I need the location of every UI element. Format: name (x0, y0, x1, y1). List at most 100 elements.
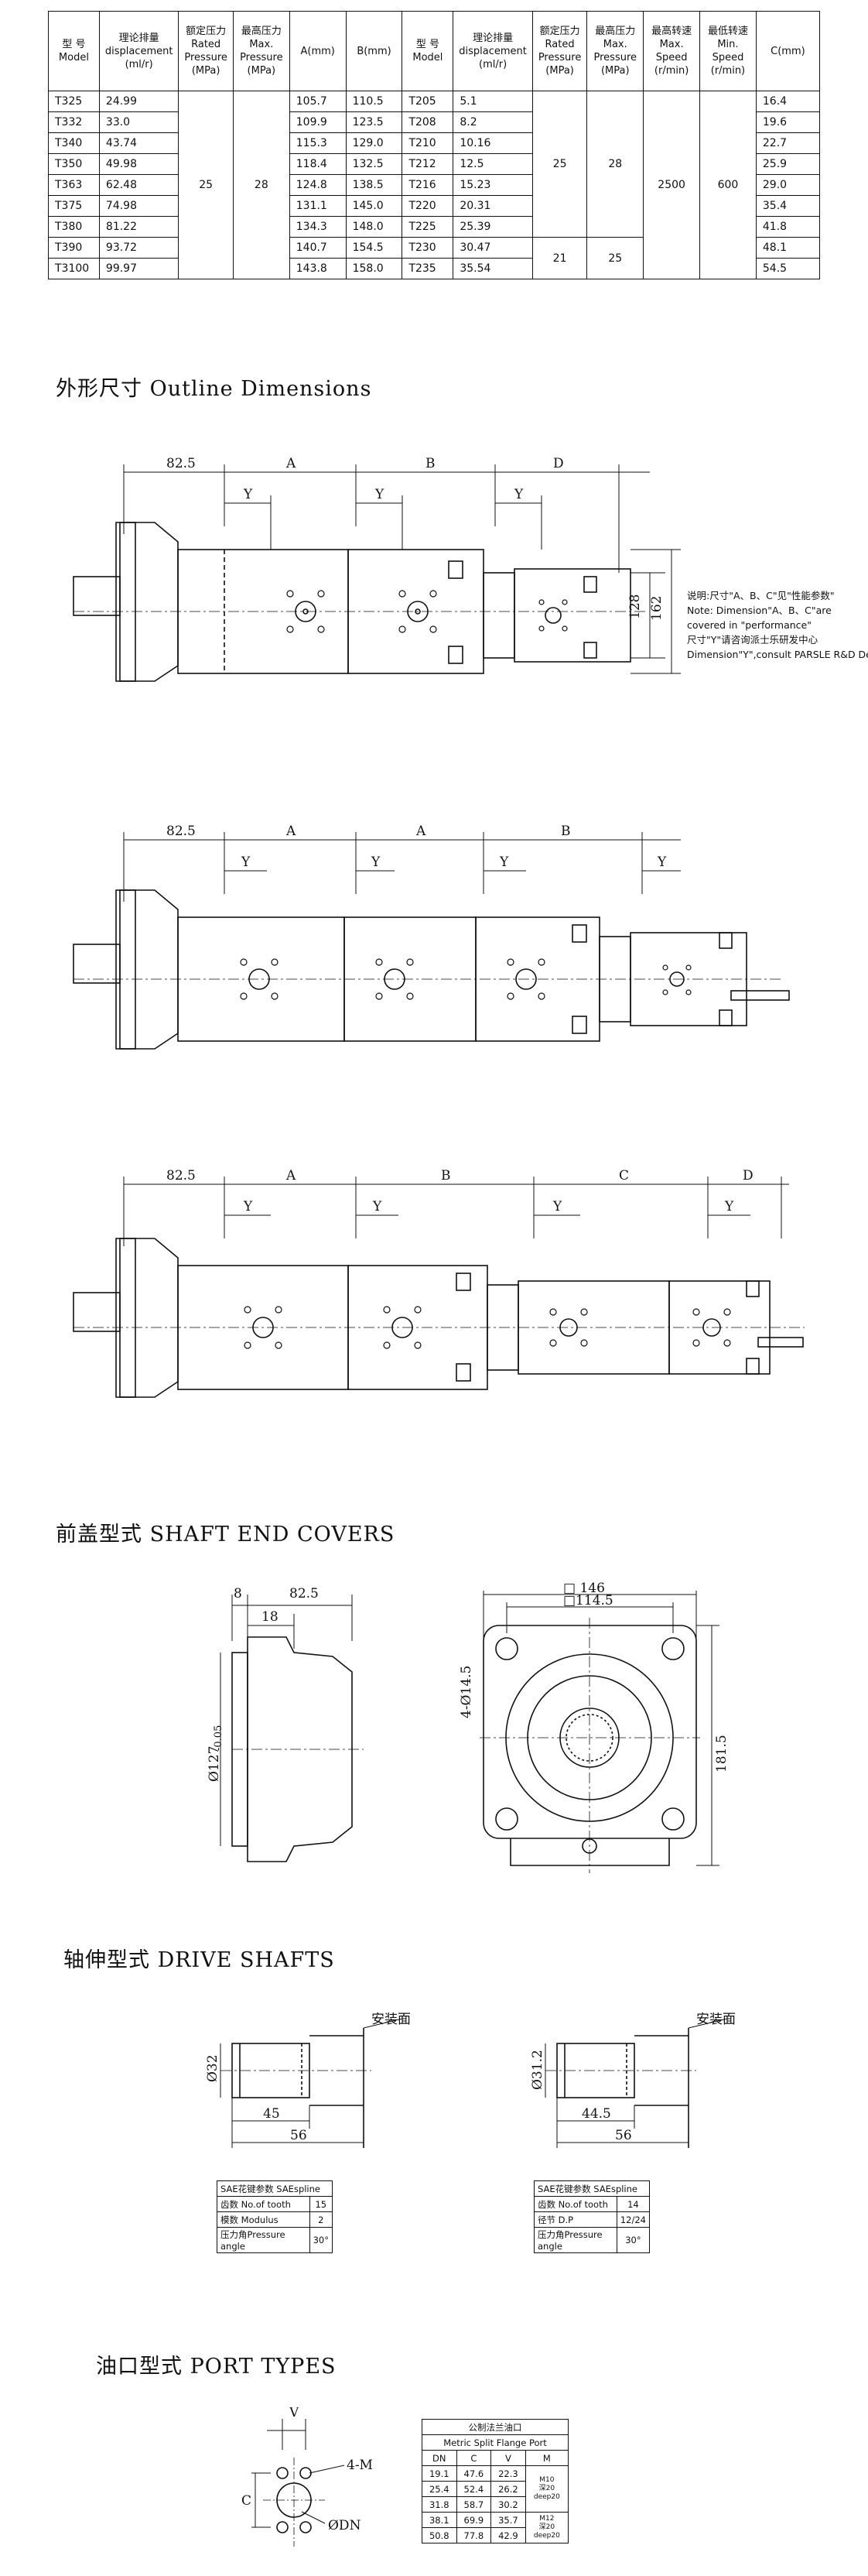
port-type-drawing: V C 4-M ØDN (241, 2407, 373, 2547)
c-dim-cell: 41.8 (755, 216, 821, 238)
dim-y: Y (657, 855, 667, 870)
spec-header-cell: C(mm) (755, 11, 821, 91)
model-cell: T375 (48, 195, 100, 217)
dim-128: 128 (627, 594, 643, 619)
model-cell: T340 (48, 132, 100, 154)
dim-a: A (415, 824, 426, 839)
a-dim-cell: 131.1 (289, 195, 347, 217)
model-cell: T210 (402, 132, 454, 154)
dim-y: Y (241, 855, 251, 870)
drive-shafts-title: 轴伸型式 DRIVE SHAFTS (63, 1948, 335, 1972)
dim-82-5: 82.5 (166, 456, 196, 471)
b-dim-cell: 129.0 (345, 132, 403, 154)
dim-tolerance: -0.05 (213, 1725, 224, 1751)
port-label-v: V (289, 2407, 299, 2420)
dim-y: Y (372, 1199, 382, 1214)
dim-18: 18 (261, 1609, 279, 1625)
c-dim-cell: 22.7 (755, 132, 821, 154)
model-cell: T235 (402, 258, 454, 279)
min-speed-cell: 600 (699, 91, 757, 279)
dim-a: A (285, 1168, 296, 1184)
model-cell: T230 (402, 237, 454, 259)
dim-b: B (425, 456, 436, 471)
displacement-cell: 43.74 (98, 132, 179, 154)
dim-56: 56 (290, 2128, 307, 2143)
b-dim-cell: 138.5 (345, 174, 403, 196)
c-dim-cell: 54.5 (755, 258, 821, 279)
dim-181-5: 181.5 (714, 1735, 730, 1773)
rated-pressure-cell: 25 (531, 91, 588, 238)
model-cell: T380 (48, 216, 100, 238)
dim-c: C (619, 1168, 629, 1184)
port-label-c: C (241, 2493, 251, 2509)
port-table-title-en: Metric Split Flange Port (422, 2434, 569, 2451)
displacement-cell: 15.23 (453, 174, 533, 196)
dim-y: Y (243, 487, 253, 502)
displacement-cell: 10.16 (453, 132, 533, 154)
displacement-cell: 8.2 (453, 111, 533, 133)
model-cell: T225 (402, 216, 454, 238)
a-dim-cell: 109.9 (289, 111, 347, 133)
displacement-cell: 62.48 (98, 174, 179, 196)
rated-pressure-cell: 21 (531, 237, 588, 279)
b-dim-cell: 158.0 (345, 258, 403, 279)
port-types-title: 油口型式 PORT TYPES (96, 2355, 337, 2379)
port-label-4m: 4-M (347, 2458, 373, 2473)
dim-a: A (285, 824, 296, 839)
dim-162: 162 (649, 596, 665, 621)
max-pressure-cell: 25 (586, 237, 644, 279)
b-dim-cell: 110.5 (345, 91, 403, 112)
rated-pressure-cell: 25 (178, 91, 234, 279)
max-speed-cell: 2500 (643, 91, 701, 279)
dim-square-146: □ 146 (563, 1581, 605, 1596)
displacement-cell: 49.98 (98, 153, 179, 175)
dim-y: Y (724, 1199, 734, 1214)
displacement-cell: 33.0 (98, 111, 179, 133)
dim-d: D (743, 1168, 754, 1184)
dim-y: Y (371, 855, 381, 870)
dim-y: Y (243, 1199, 253, 1214)
c-dim-cell: 48.1 (755, 237, 821, 259)
model-cell: T208 (402, 111, 454, 133)
port-table-title-cn: 公制法兰油口 (422, 2419, 569, 2435)
dim-square-114-5: □114.5 (563, 1593, 613, 1608)
outline-dimensions-title: 外形尺寸 Outline Dimensions (56, 377, 372, 401)
dim-a: A (285, 456, 296, 471)
c-dim-cell: 35.4 (755, 195, 821, 217)
displacement-cell: 35.54 (453, 258, 533, 279)
dim-b: B (441, 1168, 451, 1184)
outline-drawing-quad-pump: 82.5 A B C D Y Y Y Y (73, 1168, 805, 1398)
displacement-cell: 20.31 (453, 195, 533, 217)
b-dim-cell: 145.0 (345, 195, 403, 217)
model-cell: T220 (402, 195, 454, 217)
dim-dia-32: Ø32 (205, 2054, 220, 2082)
dim-45: 45 (263, 2106, 280, 2122)
max-pressure-cell: 28 (586, 91, 644, 238)
model-cell: T332 (48, 111, 100, 133)
shaft-end-cover-drawing: 8 82.5 18 Ø127 -0.05 □ 146 □114.5 4-Ø14.… (207, 1581, 730, 1873)
outline-drawing-triple-pump: 82.5 A A B Y Y Y Y (73, 824, 790, 1050)
dim-56: 56 (615, 2128, 632, 2143)
b-dim-cell: 123.5 (345, 111, 403, 133)
dim-b: B (561, 824, 571, 839)
dim-82-5: 82.5 (289, 1586, 319, 1601)
b-dim-cell: 154.5 (345, 237, 403, 259)
a-dim-cell: 134.3 (289, 216, 347, 238)
c-dim-cell: 19.6 (755, 111, 821, 133)
b-dim-cell: 148.0 (345, 216, 403, 238)
b-dim-cell: 132.5 (345, 153, 403, 175)
